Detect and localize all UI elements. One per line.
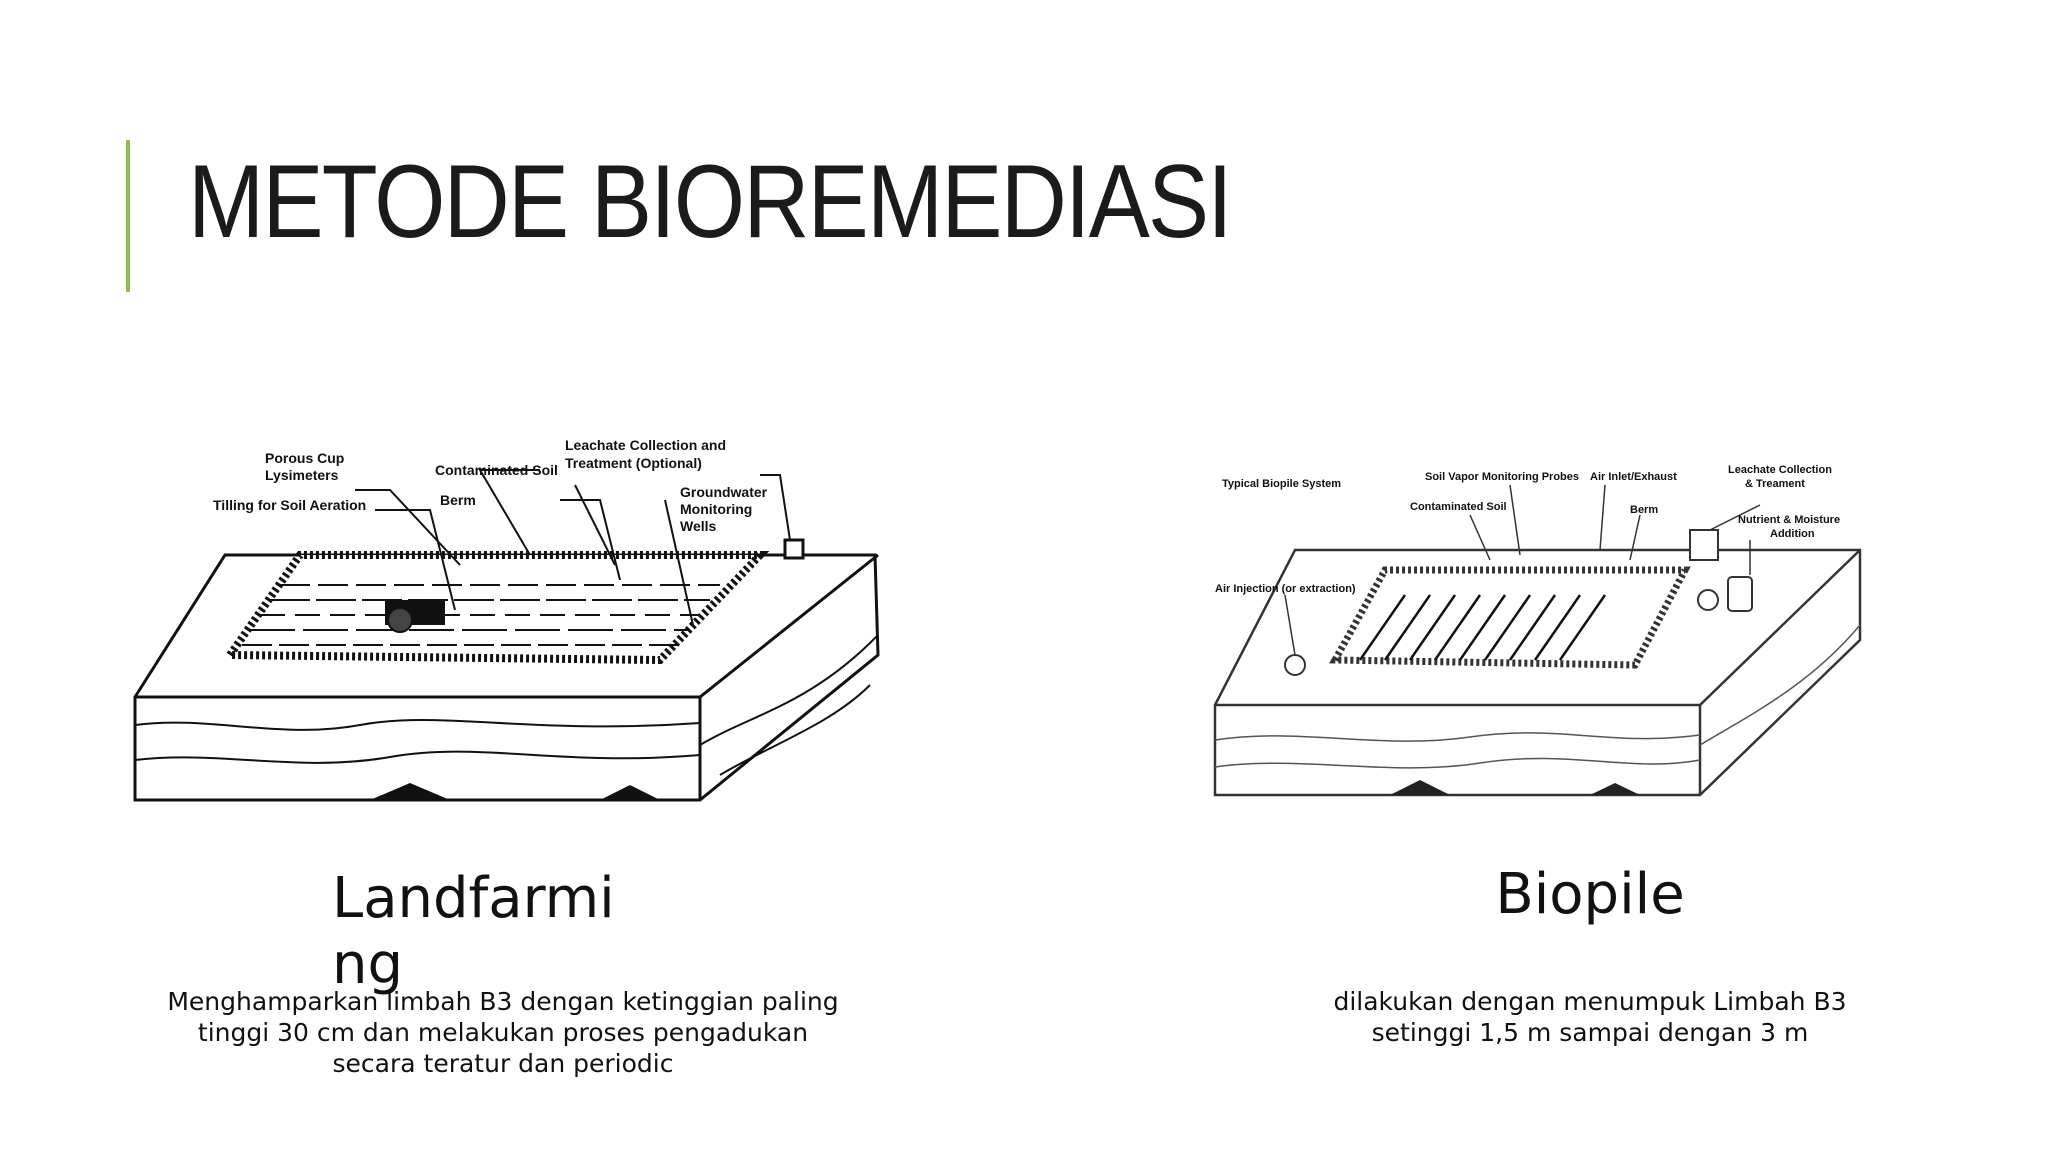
landfarming-heading: Landfarming <box>332 866 615 997</box>
biopile-diagram: Typical Biopile System Soil Vapor Monito… <box>1210 455 1870 800</box>
landfarming-description: Menghamparkan limbah B3 dengan ketinggia… <box>167 987 839 1078</box>
label-leachate-2: Treatment (Optional) <box>565 455 702 471</box>
label-system: Typical Biopile System <box>1222 478 1341 490</box>
label-porous-cup: Porous Cup <box>265 450 344 466</box>
label-berm: Berm <box>1630 504 1658 516</box>
label-probes: Soil Vapor Monitoring Probes <box>1425 471 1579 483</box>
label-groundwater-2: Monitoring <box>680 501 752 517</box>
label-leachate-1: Leachate Collection and <box>565 437 726 453</box>
title-accent-bar <box>126 140 130 292</box>
label-leachate-1: Leachate Collection <box>1728 464 1832 476</box>
label-contaminated-soil: Contaminated Soil <box>1410 501 1507 513</box>
label-lysimeters: Lysimeters <box>265 467 339 483</box>
label-contaminated-soil: Contaminated Soil <box>435 462 558 478</box>
label-berm: Berm <box>440 492 476 508</box>
slide-title: METODE BIOREMEDIASI <box>188 144 1233 260</box>
label-leachate-2: & Treament <box>1745 478 1805 490</box>
biopile-description: dilakukan dengan menumpuk Limbah B3 seti… <box>1333 987 1847 1047</box>
label-groundwater-3: Wells <box>680 518 717 534</box>
label-nutrient-1: Nutrient & Moisture <box>1738 514 1840 526</box>
label-tilling: Tilling for Soil Aeration <box>213 497 366 513</box>
landfarming-diagram: Porous Cup Lysimeters Tilling for Soil A… <box>130 405 900 810</box>
label-nutrient-2: Addition <box>1770 528 1815 540</box>
label-air-inlet: Air Inlet/Exhaust <box>1590 471 1677 483</box>
biopile-heading: Biopile <box>1495 862 1685 927</box>
label-air-injection: Air Injection (or extraction) <box>1215 583 1356 595</box>
label-groundwater-1: Groundwater <box>680 484 768 500</box>
